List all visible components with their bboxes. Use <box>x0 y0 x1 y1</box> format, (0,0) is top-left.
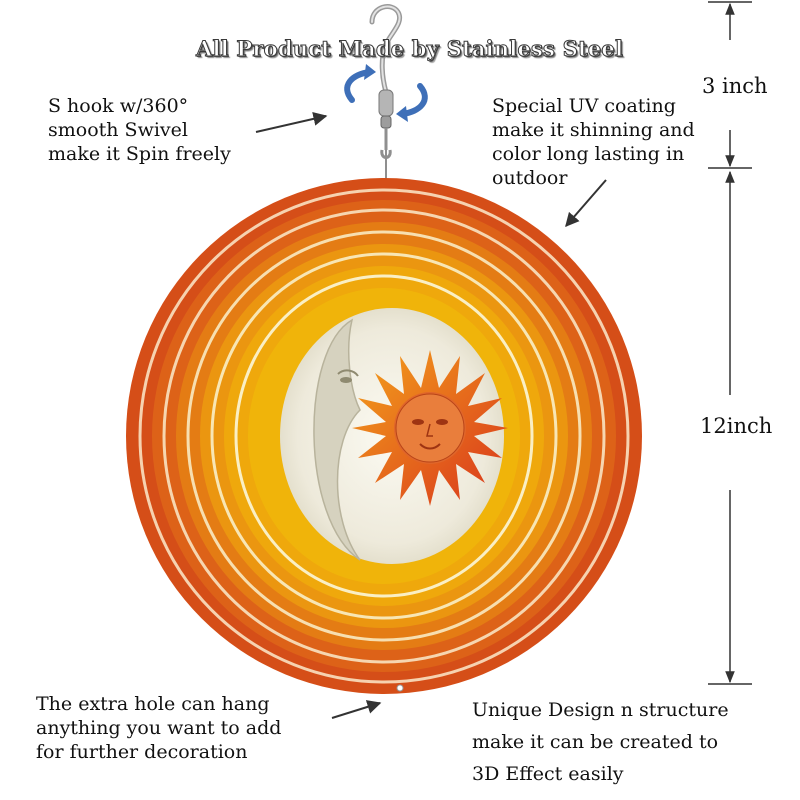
extra-hole-caption: The extra hole can hang anything you wan… <box>36 693 282 763</box>
product-title: All Product Made by Stainless Steel <box>195 36 624 62</box>
dimension-lines <box>708 1 752 685</box>
moon-face-icon <box>313 318 361 561</box>
spinner-height-label: 12inch <box>700 414 773 438</box>
hole-pointer-arrow <box>331 700 382 719</box>
uv-pointer-arrow <box>565 179 607 228</box>
hook-caption: S hook w/360° smooth Swivel make it Spin… <box>48 95 231 165</box>
swivel-rotate-arrows-icon <box>344 64 428 122</box>
extra-hole <box>396 684 404 692</box>
swivel-icon <box>378 89 394 180</box>
design-caption: Unique Design n structure make it can be… <box>472 699 729 785</box>
sun-face-icon <box>352 350 508 506</box>
hook-pointer-arrow <box>255 111 328 133</box>
s-hook-icon <box>369 4 402 95</box>
spinner-rings <box>126 178 642 694</box>
uv-coating-caption: Special UV coating make it shinning and … <box>492 95 695 189</box>
hook-height-label: 3 inch <box>702 74 768 98</box>
